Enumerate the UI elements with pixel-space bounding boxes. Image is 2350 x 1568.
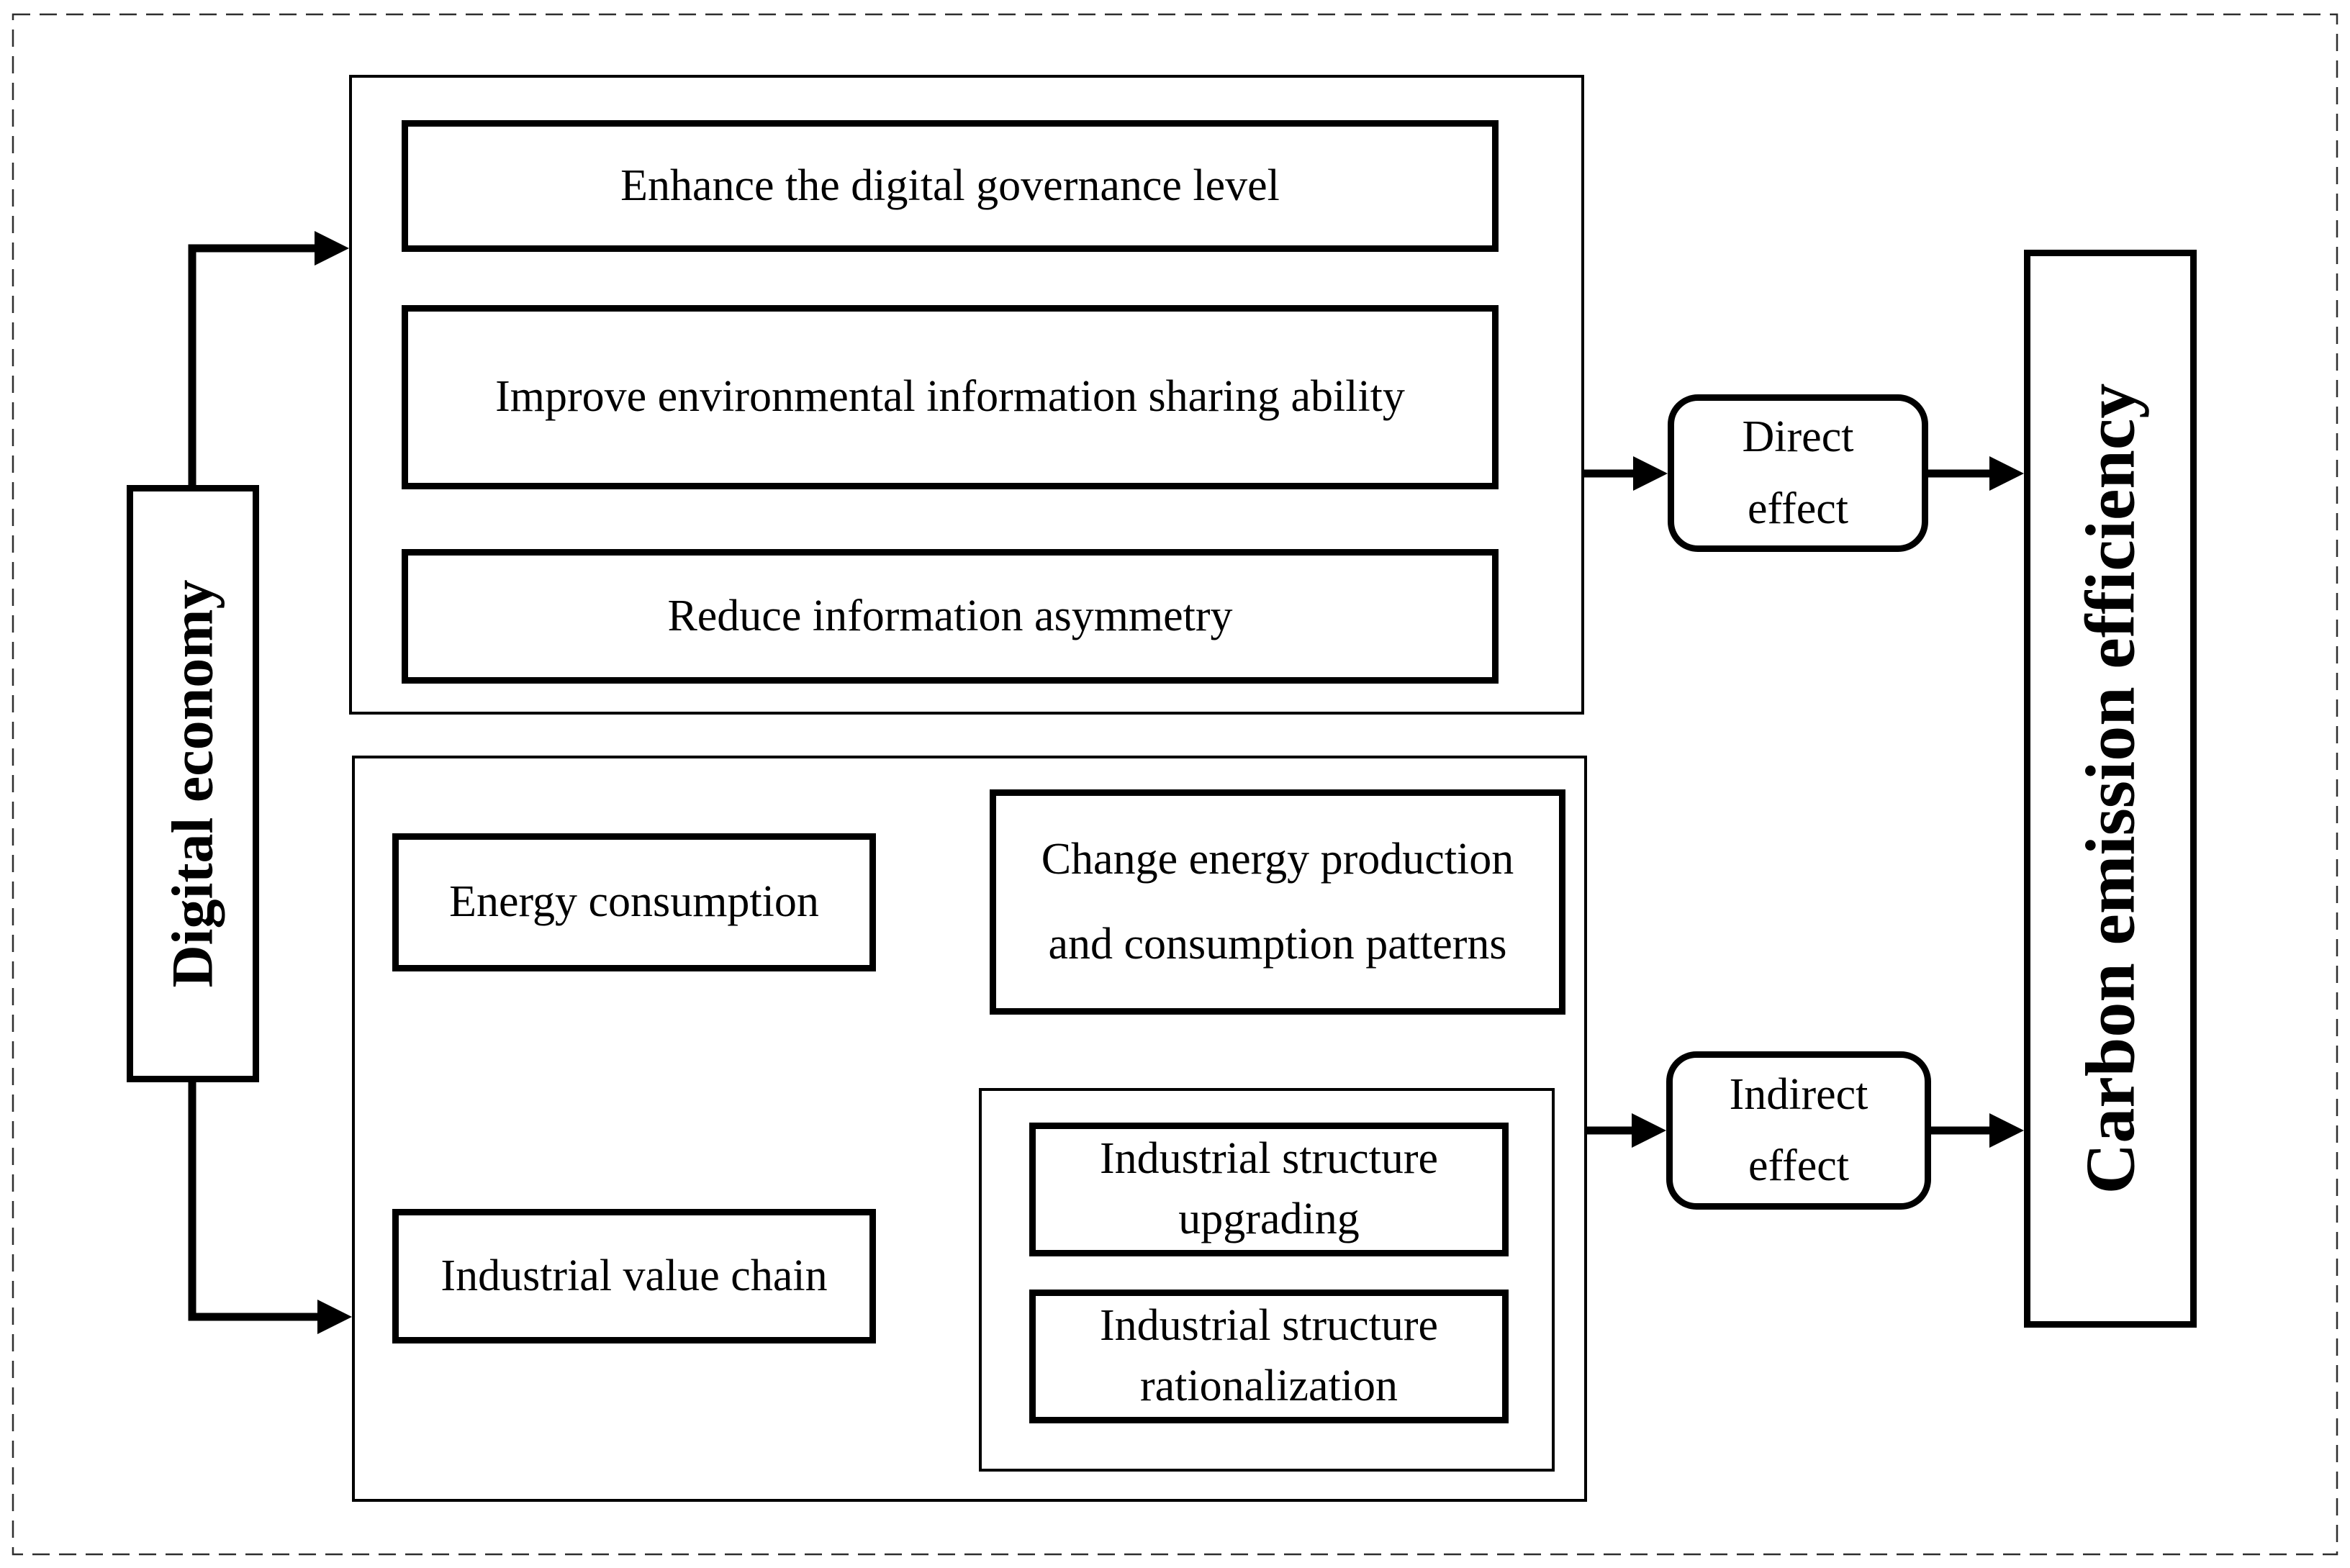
node-reduce-information-asymmetry: Reduce information asymmetry	[402, 549, 1499, 684]
node-digital-economy: Digital economy	[127, 485, 259, 1082]
node-carbon-emission-efficiency: Carbon emission efficiency	[2024, 250, 2197, 1328]
indirect-effect-label: Indirect effect	[1729, 1069, 1868, 1190]
arrow-indirect-group-to-indirect-effect	[1587, 1113, 1666, 1148]
node-improve-information-sharing: Improve environmental information sharin…	[402, 305, 1499, 489]
node-energy-consumption: Energy consumption	[392, 833, 876, 971]
enhance-digital-governance-label: Enhance the digital governance level	[620, 160, 1280, 210]
arrow-digital-economy-to-direct-mechanisms	[188, 231, 349, 486]
node-enhance-digital-governance: Enhance the digital governance level	[402, 120, 1499, 252]
industrial-structure-upgrading-label: Industrial structure upgrading	[1099, 1134, 1439, 1243]
change-energy-patterns-label: Change energy production and consumption…	[1041, 834, 1514, 969]
arrow-direct-group-to-direct-effect	[1584, 456, 1668, 491]
node-industrial-structure-rationalization: Industrial structure rationalization	[1029, 1290, 1509, 1423]
node-indirect-effect: Indirect effect	[1666, 1051, 1931, 1210]
industrial-structure-rationalization-label: Industrial structure rationalization	[1099, 1301, 1439, 1410]
carbon-emission-efficiency-label: Carbon emission efficiency	[2071, 383, 2150, 1195]
industrial-value-chain-label: Industrial value chain	[440, 1251, 828, 1300]
node-industrial-value-chain: Industrial value chain	[392, 1209, 876, 1343]
energy-consumption-label: Energy consumption	[449, 877, 819, 927]
node-industrial-structure-upgrading: Industrial structure upgrading	[1029, 1123, 1509, 1256]
arrow-indirect-effect-to-carbon	[1931, 1113, 2024, 1148]
arrow-digital-economy-to-indirect-mechanisms	[188, 1078, 352, 1334]
arrow-direct-effect-to-carbon	[1928, 456, 2024, 491]
digital-economy-label: Digital economy	[160, 579, 226, 988]
improve-information-sharing-label: Improve environmental information sharin…	[495, 372, 1405, 422]
node-change-energy-patterns: Change energy production and consumption…	[990, 789, 1565, 1015]
outer-dashed-border	[12, 13, 2338, 1556]
node-direct-effect: Direct effect	[1668, 394, 1928, 552]
direct-effect-label: Direct effect	[1742, 412, 1854, 533]
reduce-information-asymmetry-label: Reduce information asymmetry	[667, 591, 1233, 640]
